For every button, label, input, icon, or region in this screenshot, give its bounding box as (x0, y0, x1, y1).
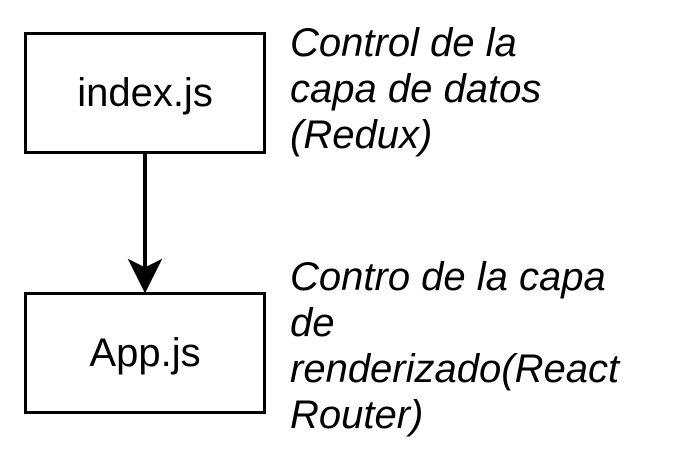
note-render-layer: Contro de la capa de renderizado(React R… (290, 255, 620, 437)
node-app-js-label: App.js (89, 331, 201, 375)
arrowhead-icon (127, 258, 163, 294)
note-data-layer: Control de la capa de datos (Redux) (290, 21, 542, 157)
node-app-js: App.js (24, 292, 266, 414)
node-index-js-label: index.js (77, 71, 213, 115)
node-index-js: index.js (24, 32, 266, 154)
